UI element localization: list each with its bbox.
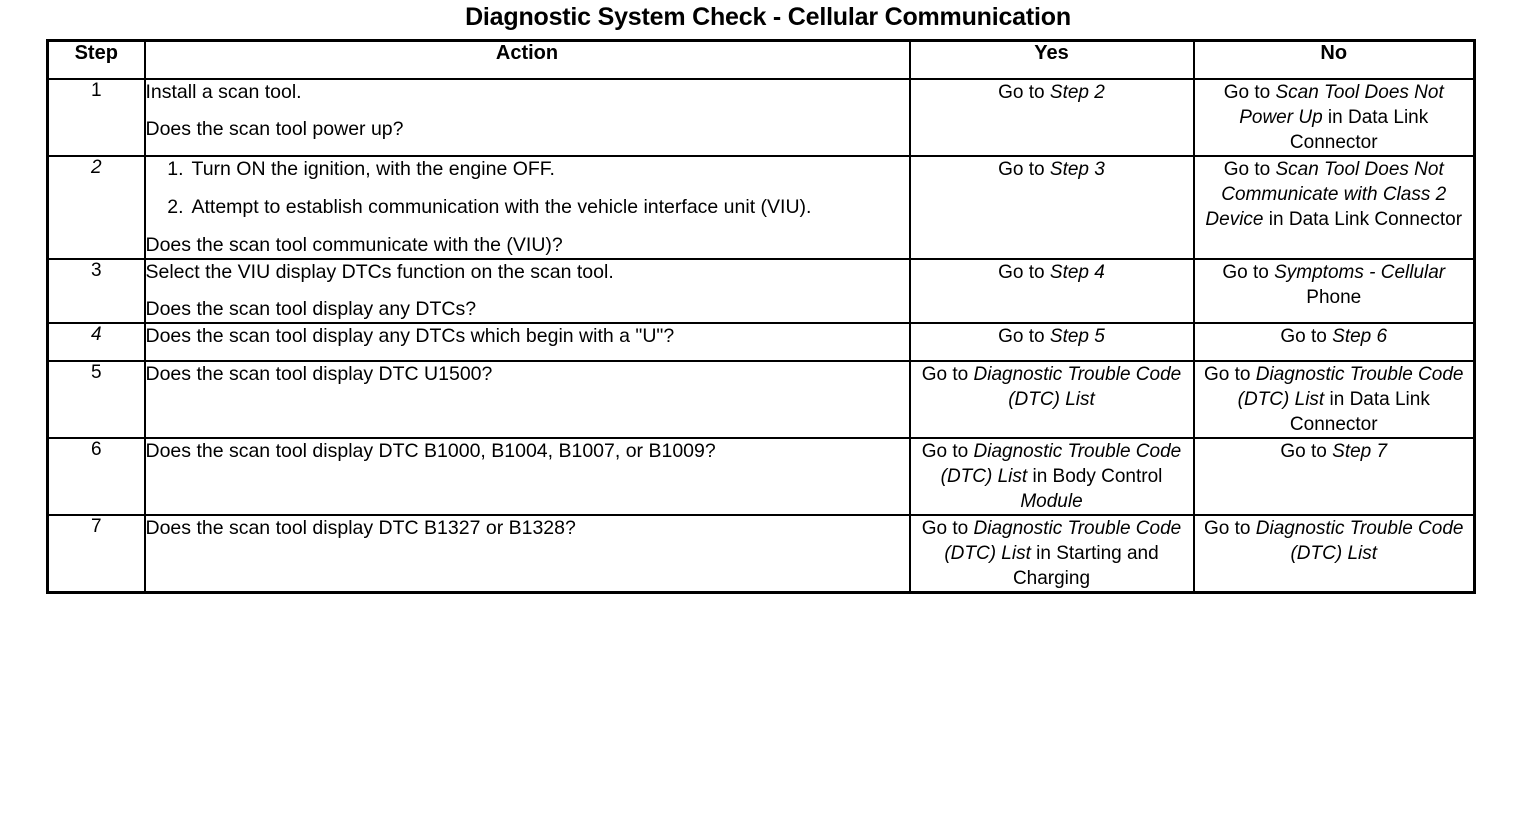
column-header-no: No — [1192, 39, 1476, 80]
no-result-cell: Go to Step 6 — [1192, 322, 1476, 362]
plain-text: in Data Link Connector — [1289, 107, 1429, 153]
plain-text: Go to — [998, 262, 1050, 283]
plain-text: Go to — [1280, 326, 1333, 347]
no-result-cell: Go to Scan Tool Does Not Power Up in Dat… — [1192, 78, 1476, 157]
yes-result-cell: Go to Step 3 — [908, 155, 1195, 260]
yes-result-cell: Go to Diagnostic Trouble Code (DTC) List — [908, 360, 1195, 439]
action-question: Does the scan tool communicate with the … — [145, 234, 563, 256]
page-title: Diagnostic System Check - Cellular Commu… — [465, 3, 1071, 31]
plain-text: Go to — [998, 326, 1050, 347]
step-number-cell: 1 — [46, 78, 146, 157]
action-instruction: Does the scan tool display any DTCs whic… — [145, 325, 675, 347]
reference-text: Step 6 — [1332, 326, 1388, 347]
reference-text: Step 3 — [1049, 159, 1105, 180]
step-number-cell: 2 — [46, 155, 146, 260]
yes-result-cell: Go to Step 5 — [908, 322, 1195, 362]
action-cell: Does the scan tool display any DTCs whic… — [143, 322, 911, 362]
action-question: Does the scan tool display any DTCs? — [145, 298, 477, 320]
plain-text: Go to — [1223, 82, 1276, 103]
plain-text: Phone — [1306, 287, 1362, 308]
action-cell: Turn ON the ignition, with the engine OF… — [143, 155, 911, 260]
action-instruction: Does the scan tool display DTC B1000, B1… — [145, 440, 716, 462]
column-header-step: Step — [46, 39, 146, 80]
plain-text: Go to — [1204, 518, 1256, 539]
yes-result-cell: Go to Diagnostic Trouble Code (DTC) List… — [908, 437, 1195, 516]
column-header-action: Action — [143, 39, 911, 80]
action-question: Does the scan tool power up? — [145, 118, 404, 140]
plain-text: Go to — [998, 82, 1050, 103]
reference-text: Diagnostic Trouble Code (DTC) List — [1237, 364, 1464, 410]
plain-text: Go to — [1204, 364, 1256, 385]
no-result-cell: Go to Diagnostic Trouble Code (DTC) List… — [1192, 360, 1476, 439]
step-number-cell: 3 — [46, 258, 146, 324]
yes-result-cell: Go to Step 4 — [908, 258, 1195, 324]
plain-text: in Data Link Connector — [1289, 389, 1430, 435]
plain-text: Go to — [921, 518, 974, 539]
action-cell: Does the scan tool display DTC U1500? — [143, 360, 911, 439]
step-number-cell: 6 — [46, 437, 146, 516]
no-result-cell: Go to Step 7 — [1192, 437, 1476, 516]
reference-text: Step 4 — [1049, 262, 1105, 283]
plain-text: Go to — [921, 364, 974, 385]
column-header-yes: Yes — [908, 39, 1195, 80]
no-result-cell: Go to Diagnostic Trouble Code (DTC) List — [1192, 514, 1476, 594]
action-step-item: Attempt to establish communication with … — [158, 195, 812, 220]
no-result-cell: Go to Scan Tool Does Not Communicate wit… — [1192, 155, 1476, 260]
reference-text: Step 7 — [1332, 441, 1388, 462]
reference-text: Diagnostic Trouble Code (DTC) List — [944, 518, 1182, 564]
yes-result-cell: Go to Step 2 — [908, 78, 1195, 157]
action-step-list: Turn ON the ignition, with the engine OF… — [146, 157, 909, 220]
table-header-row: Step Action Yes No — [46, 39, 1476, 80]
plain-text: in Body Control — [1027, 466, 1163, 487]
action-cell: Does the scan tool display DTC B1000, B1… — [143, 437, 911, 516]
table-header: Step Action Yes No — [46, 39, 1476, 80]
yes-result-cell: Go to Diagnostic Trouble Code (DTC) List… — [908, 514, 1195, 594]
plain-text: Go to — [1223, 159, 1276, 180]
action-cell: Does the scan tool display DTC B1327 or … — [143, 514, 911, 594]
reference-text: Step 2 — [1049, 82, 1105, 103]
reference-text: Diagnostic Trouble Code (DTC) List — [1255, 518, 1464, 564]
reference-text: Diagnostic Trouble Code (DTC) List — [973, 364, 1182, 410]
plain-text: in Starting and Charging — [1012, 543, 1159, 589]
step-number-cell: 7 — [46, 514, 146, 594]
reference-text: Scan Tool Does Not Power Up — [1239, 82, 1444, 128]
reference-text: Diagnostic Trouble Code (DTC) List — [940, 441, 1182, 487]
plain-text: Go to — [998, 159, 1050, 180]
reference-text: Step 5 — [1049, 326, 1105, 347]
action-instruction: Does the scan tool display DTC U1500? — [145, 363, 493, 385]
plain-text: in Data Link Connector — [1263, 209, 1463, 230]
table-row: 2 Turn ON the ignition, with the engine O… — [46, 155, 1476, 260]
step-number-cell: 4 — [46, 322, 146, 362]
plain-text: Go to — [1280, 441, 1333, 462]
reference-text: Symptoms - Cellular — [1274, 262, 1446, 283]
plain-text: Go to — [921, 441, 974, 462]
no-result-cell: Go to Symptoms - Cellular Phone — [1192, 258, 1476, 324]
reference-text: Scan Tool Does Not Communicate with Clas… — [1205, 159, 1447, 230]
action-instruction: Does the scan tool display DTC B1327 or … — [145, 517, 576, 539]
reference-text: Module — [1020, 491, 1083, 512]
step-number-cell: 5 — [46, 360, 146, 439]
plain-text: Go to — [1222, 262, 1275, 283]
action-step-item: Turn ON the ignition, with the engine OF… — [158, 157, 555, 182]
action-instruction: Select the VIU display DTCs function on … — [145, 261, 614, 283]
action-cell: Select the VIU display DTCs function on … — [143, 258, 911, 324]
action-cell: Install a scan tool. Does the scan tool p… — [143, 78, 911, 157]
action-instruction: Install a scan tool. — [145, 81, 302, 103]
